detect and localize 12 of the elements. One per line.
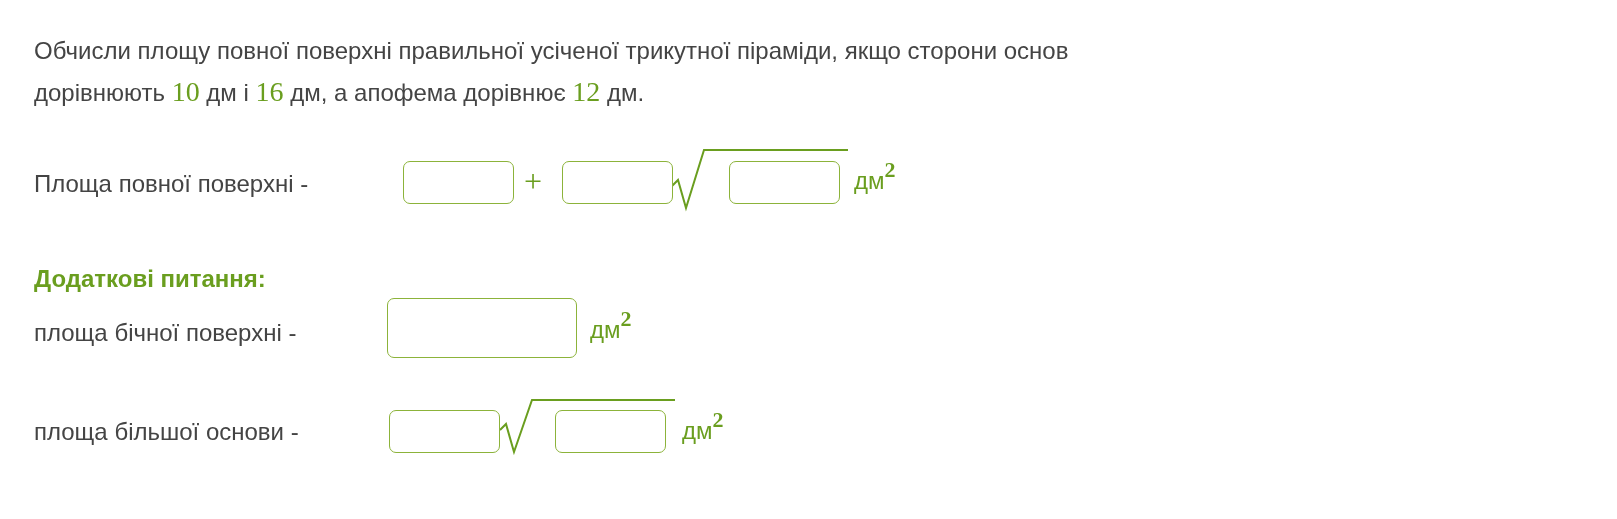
answer-box [403, 161, 514, 204]
answer-box [562, 161, 673, 204]
answer-box [555, 410, 666, 453]
question-text: площа більшої основи - [34, 416, 299, 447]
answer-box [387, 298, 577, 358]
section-heading: Додаткові питання: [34, 263, 266, 294]
answer-box [389, 410, 500, 453]
problem-text: Обчисли площу повної поверхні правильної усіченої трикутної піраміди, якщо сторони основ дорівнюють 10 дм і 16 дм, а апофема дорівнює 12 дм. [34, 36, 1070, 109]
plus-sign: + [524, 161, 543, 201]
question-text: площа бічної поверхні - [34, 317, 297, 348]
question-text: Площа повної поверхні - [34, 168, 309, 199]
answer-box [729, 161, 840, 204]
